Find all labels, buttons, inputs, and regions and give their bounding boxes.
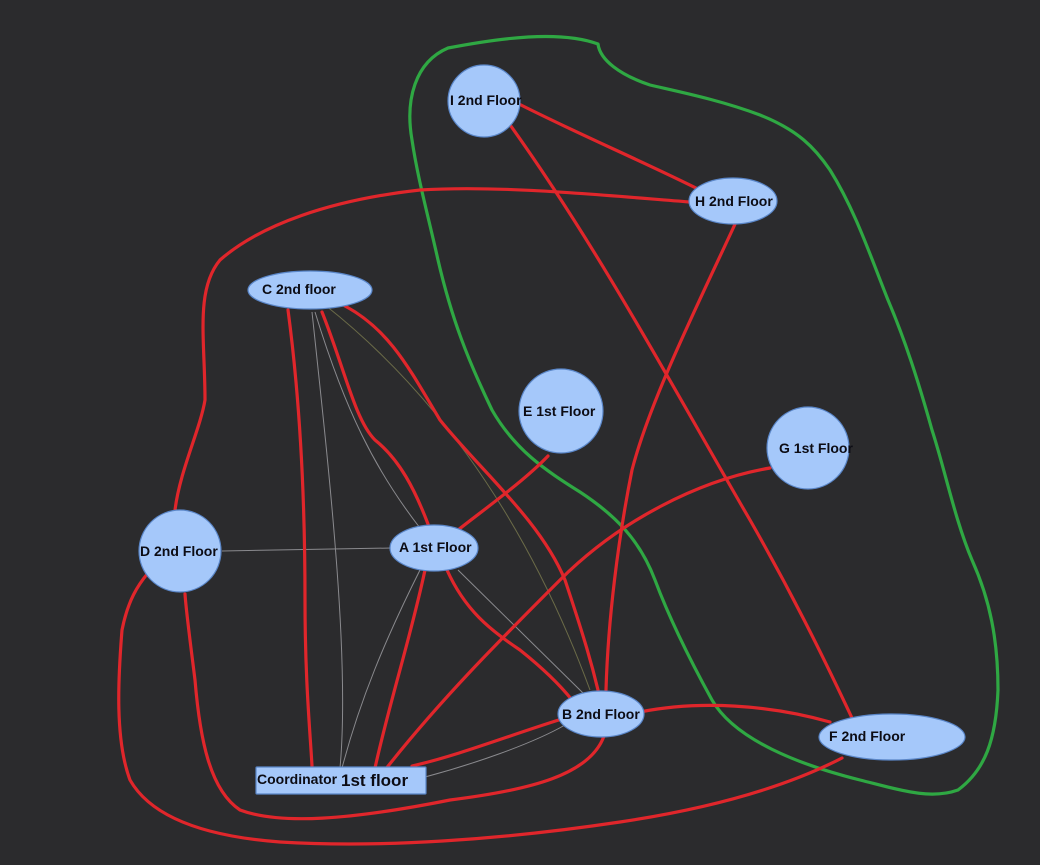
red-b-coordinator [410, 716, 567, 768]
green-annotation [408, 34, 1000, 796]
node-d[interactable]: D 2nd Floor [138, 509, 222, 593]
node-f[interactable]: F 2nd Floor [818, 713, 966, 761]
red-a-coordinator [373, 568, 427, 770]
node-g-label: G 1st Floor [779, 440, 853, 456]
edge-c-coordinator [311, 311, 344, 769]
node-d-label: D 2nd Floor [140, 543, 218, 559]
edge-a-coordinator [341, 569, 421, 769]
node-b[interactable]: B 2nd Floor [557, 690, 645, 738]
red-b-f [638, 703, 832, 724]
node-i-label: I 2nd Floor [450, 92, 522, 108]
node-g[interactable]: G 1st Floor [766, 406, 853, 490]
red-h-b [604, 220, 738, 692]
node-coordinator-sublabel: 1st floor [341, 771, 408, 790]
red-a-b [445, 568, 574, 702]
node-c[interactable]: C 2nd floor [247, 270, 373, 310]
edge-d-a [221, 547, 393, 552]
node-coordinator-label: Coordinator [257, 771, 338, 787]
edge-c-b [324, 304, 591, 691]
node-e-label: E 1st Floor [523, 403, 596, 419]
red-c-coordinator [286, 308, 314, 768]
red-h-d [173, 187, 692, 512]
red-c-a [320, 310, 430, 526]
node-a[interactable]: A 1st Floor [389, 524, 479, 572]
red-i-h [513, 100, 702, 192]
edge-coordinator-b [424, 724, 566, 778]
node-h-label: H 2nd Floor [695, 193, 773, 209]
node-a-label: A 1st Floor [399, 539, 472, 555]
edge-a-b [457, 569, 586, 696]
edge-c-a [314, 311, 421, 529]
red-g-coordinator [383, 466, 772, 772]
red-annotations [117, 100, 854, 846]
node-c-label: C 2nd floor [262, 281, 336, 297]
node-e[interactable]: E 1st Floor [518, 368, 604, 454]
green-loop [408, 34, 1000, 796]
red-f-d [117, 571, 844, 846]
node-i[interactable]: I 2nd Floor [447, 64, 522, 138]
node-coordinator[interactable]: Coordinator 1st floor [255, 766, 427, 795]
node-b-label: B 2nd Floor [562, 706, 640, 722]
original-edges [221, 304, 591, 778]
node-h[interactable]: H 2nd Floor [688, 177, 778, 225]
red-a-e [456, 454, 550, 532]
node-f-label: F 2nd Floor [829, 728, 906, 744]
red-b-d [183, 592, 606, 821]
red-c-b [343, 304, 600, 692]
